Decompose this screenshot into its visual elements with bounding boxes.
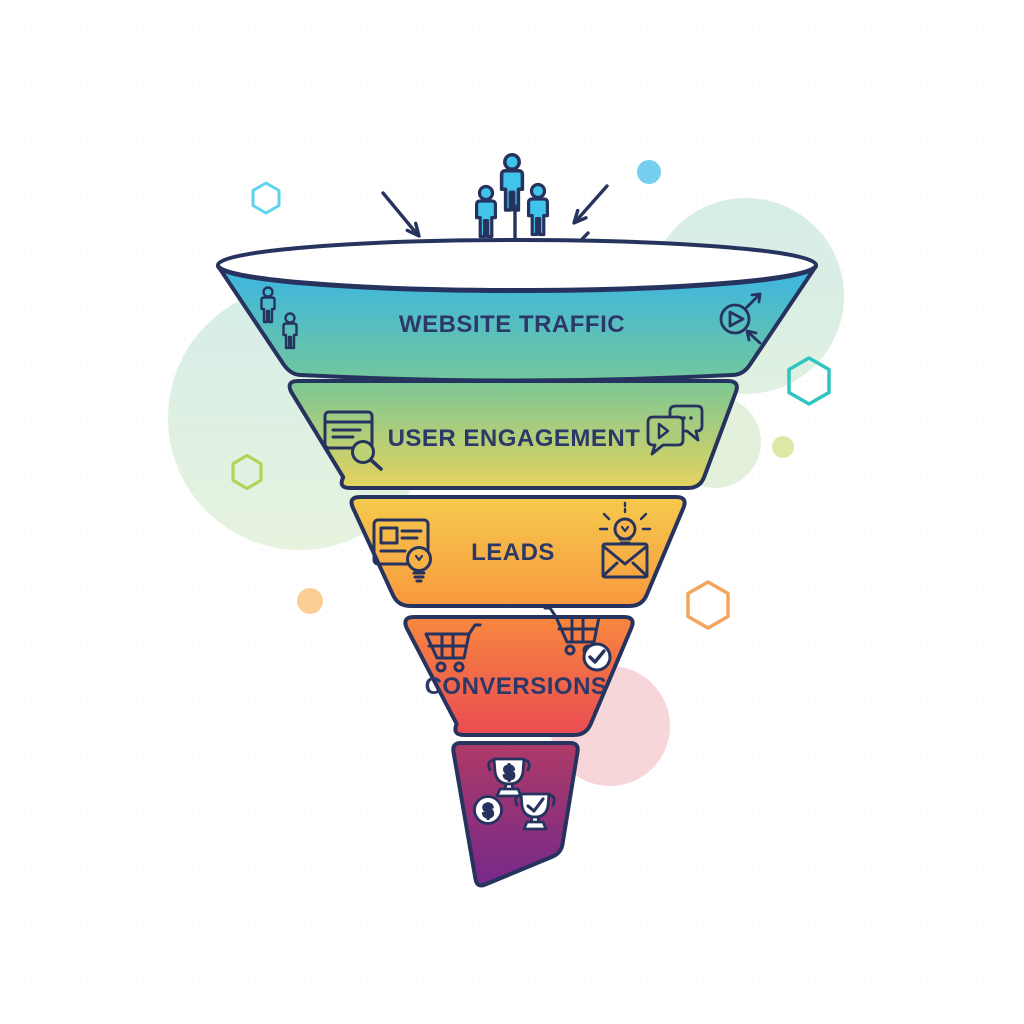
- stage-shape: [287, 379, 739, 490]
- visitor-icon: [499, 153, 525, 212]
- funnel-stage-website-traffic: WEBSITE TRAFFIC: [216, 238, 818, 383]
- decor-hexagon-cyan: [251, 181, 281, 215]
- webpage-idea-icon: [372, 518, 432, 583]
- shopping-cart-icon: [424, 623, 482, 673]
- cart-check-icon: [543, 606, 612, 672]
- video-play-icon: [719, 292, 762, 345]
- decor-hexagon-teal: [787, 356, 831, 406]
- trophy-dollar-glyph: $: [504, 763, 515, 784]
- funnel-stage-user-engagement: USER ENGAGEMENT: [287, 379, 739, 490]
- inflow-arrow-right-outer: [572, 184, 609, 225]
- decor-dot-olive: [772, 436, 794, 458]
- stage-label: CONVERSIONS: [425, 673, 608, 700]
- funnel-stage-tip: $ $: [451, 741, 580, 888]
- decor-dot-orange: [297, 588, 323, 614]
- trophy-check-icon: [514, 792, 556, 831]
- stage-label: USER ENGAGEMENT: [388, 425, 641, 452]
- decor-hexagon-green: [231, 453, 263, 491]
- decor-dot-blue: [637, 160, 661, 184]
- email-idea-icon: [598, 501, 652, 579]
- stage-label: LEADS: [471, 539, 555, 566]
- visitor-outline-icons: [260, 286, 298, 350]
- chat-bubbles-icon: [646, 404, 704, 456]
- visitor-icon: [474, 184, 498, 239]
- decor-hexagon-orange: [686, 580, 730, 630]
- stage-shape: [349, 495, 687, 608]
- stage-label: WEBSITE TRAFFIC: [399, 311, 625, 338]
- funnel-mouth: [216, 238, 818, 292]
- dollar-coin-icon: $: [473, 795, 503, 825]
- webpage-search-icon: [323, 410, 383, 471]
- stage-shape: [451, 741, 580, 888]
- inflow-arrow-left-outer: [381, 191, 421, 238]
- funnel-stage-conversions: CONVERSIONS: [403, 606, 635, 737]
- coin-dollar-glyph: $: [483, 801, 493, 821]
- visitor-icon: [526, 182, 550, 237]
- trophy-dollar-icon: $: [487, 757, 531, 798]
- funnel-stage-leads: LEADS: [349, 495, 687, 608]
